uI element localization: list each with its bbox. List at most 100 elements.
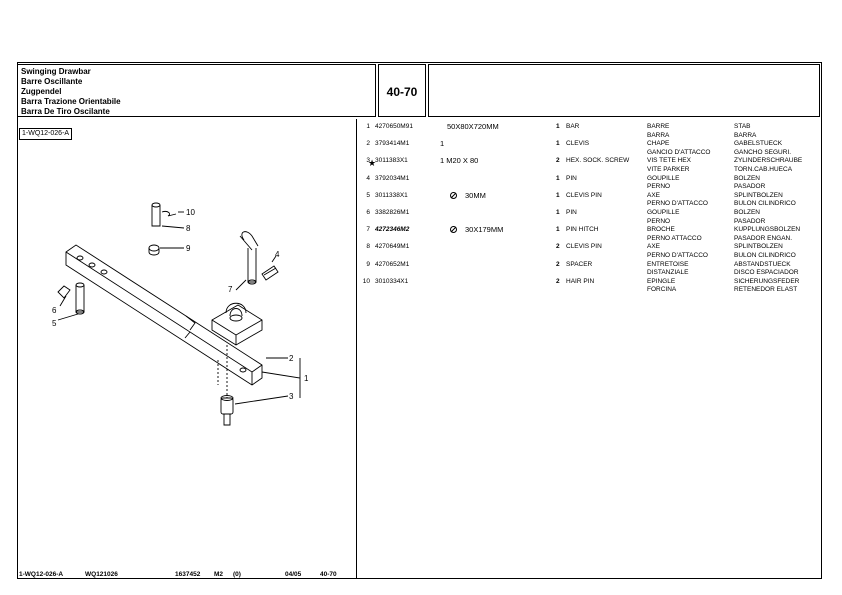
quantity: 1	[556, 140, 560, 148]
footer-rev: (0)	[233, 571, 241, 578]
title-en: Swinging Drawbar	[21, 67, 91, 76]
name-fr: EPINGLE	[647, 277, 676, 285]
item-index: 10	[362, 277, 370, 285]
title-box: Swinging Drawbar Barre Oscillante Zugpen…	[17, 64, 376, 117]
part-number: 3010334X1	[375, 277, 409, 285]
footer-model: M2	[214, 571, 224, 578]
name-it: PERNO ATTACCO	[647, 234, 702, 242]
part-name: CLEVIS PIN	[566, 191, 602, 199]
part-name: PIN	[566, 209, 577, 216]
part-name: HAIR PIN	[566, 277, 595, 285]
footer-figure-ref: 1-WQ12-026-A	[19, 571, 64, 578]
name-fr: AXE	[647, 191, 661, 199]
part-name: CLEVIS PIN	[566, 243, 602, 251]
diameter-icon	[450, 191, 457, 199]
header-blank-box	[428, 64, 820, 117]
quantity: 1	[556, 209, 560, 216]
name-it: PERNO D'ATTACCO	[647, 200, 708, 208]
name-fr: GOUPILLE	[647, 174, 680, 182]
item-index: 9	[366, 260, 370, 268]
name-fr: VIS TETE HEX	[647, 157, 691, 165]
drawbar-part	[65, 244, 263, 386]
part-name: PIN HITCH	[566, 226, 599, 234]
quantity: 1	[556, 226, 560, 234]
title-fr: Barre Oscillante	[21, 77, 83, 86]
name-de: SPLINTBOLZEN	[734, 243, 783, 251]
clevis-pin-upper-part	[148, 202, 177, 256]
part-name: HEX. SOCK. SCREW	[566, 157, 630, 165]
dimension: 30MM	[450, 190, 486, 201]
callout-8: 8	[186, 224, 191, 233]
dimension-text: 30X179MM	[465, 225, 504, 235]
page-number-box: 40-70	[378, 64, 426, 117]
exploded-view-drawing: 10 8 9 4 7 6 5 2 1 3	[52, 202, 309, 426]
diameter-icon	[450, 226, 457, 234]
name-es: DISCO ESPACIADOR	[734, 269, 799, 277]
name-it: DISTANZIALE	[647, 269, 689, 277]
name-es: BARRA	[734, 131, 757, 139]
quantity: 1	[556, 123, 560, 130]
name-de: SPLINTBOLZEN	[734, 191, 783, 199]
quantity: 2	[556, 277, 560, 285]
item-index: 1	[366, 123, 370, 130]
name-es: BULON CILINDRICO	[734, 200, 796, 208]
name-it: FORCINA	[647, 286, 677, 294]
dimension: 30X179MM	[450, 225, 504, 235]
name-it: PERNO	[647, 183, 671, 191]
item-index: 2	[366, 140, 370, 148]
clevis-part	[211, 302, 263, 346]
figure-label: 1-WQ12-026-A	[19, 128, 73, 140]
name-fr: BROCHE	[647, 226, 675, 234]
name-de: SICHERUNGSFEDER	[734, 277, 800, 285]
dimension: 1	[440, 139, 445, 149]
part-number: 4270650M91	[375, 123, 413, 130]
name-de: ZYLINDERSCHRAUBE	[734, 157, 803, 165]
name-de: BOLZEN	[734, 174, 761, 182]
item-index: 8	[366, 243, 370, 251]
part-name: BAR	[566, 123, 580, 130]
name-fr: CHAPE	[647, 140, 670, 148]
name-it: PERNO	[647, 217, 671, 225]
title-lines: Swinging Drawbar Barre Oscillante Zugpen…	[21, 67, 121, 117]
dimension-text: 30MM	[465, 190, 486, 200]
footer-date: 04/05	[285, 571, 302, 578]
star-icon: ★	[368, 158, 377, 169]
pin-part	[261, 265, 279, 281]
quantity: 2	[556, 243, 560, 251]
callout-4: 4	[275, 250, 280, 259]
name-fr: GOUPILLE	[647, 209, 680, 216]
title-de: Zugpendel	[21, 87, 62, 96]
name-fr: BARRE	[647, 123, 670, 130]
callout-2: 2	[289, 354, 294, 363]
quantity: 2	[556, 260, 560, 268]
part-number: 4272346M2	[375, 226, 410, 234]
page-number: 40-70	[386, 85, 418, 99]
footer-page: 40-70	[320, 571, 337, 578]
name-de: GABELSTUECK	[734, 140, 783, 148]
part-number: 3792034M1	[375, 174, 410, 182]
callout-7: 7	[228, 285, 233, 294]
callout-5: 5	[52, 319, 57, 328]
clevis-pin-lower-part	[57, 282, 85, 315]
callout-1: 1	[304, 374, 309, 383]
page-frame	[17, 62, 822, 579]
